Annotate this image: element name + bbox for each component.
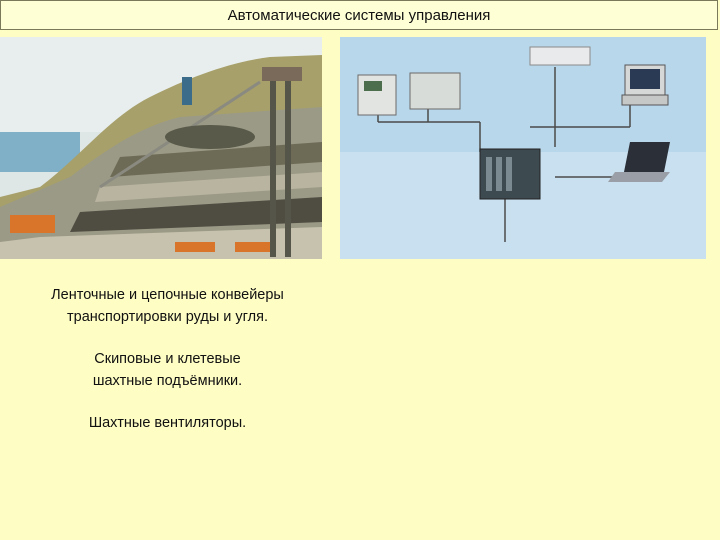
slide-title: Автоматические системы управления	[0, 0, 718, 30]
paragraph-fans: Шахтные вентиляторы.	[0, 412, 335, 434]
paragraph-line: Ленточные и цепочные конвейеры	[51, 287, 284, 303]
paragraph-line: транспортировки руды и угля.	[66, 309, 268, 325]
slide-body-text: Ленточные и цепочные конвейеры транспорт…	[0, 284, 335, 454]
paragraph-line: шахтные подъёмники.	[92, 373, 243, 389]
paragraph-conveyors: Ленточные и цепочные конвейеры транспорт…	[0, 284, 335, 328]
paragraph-line: Скиповые и клетевые	[94, 351, 241, 367]
paragraph-line: Шахтные вентиляторы.	[88, 415, 247, 431]
control-network-diagram-image	[340, 37, 706, 259]
mine-cross-section-image	[0, 37, 322, 259]
paragraph-hoists: Скиповые и клетевые шахтные подъёмники.	[0, 348, 335, 392]
